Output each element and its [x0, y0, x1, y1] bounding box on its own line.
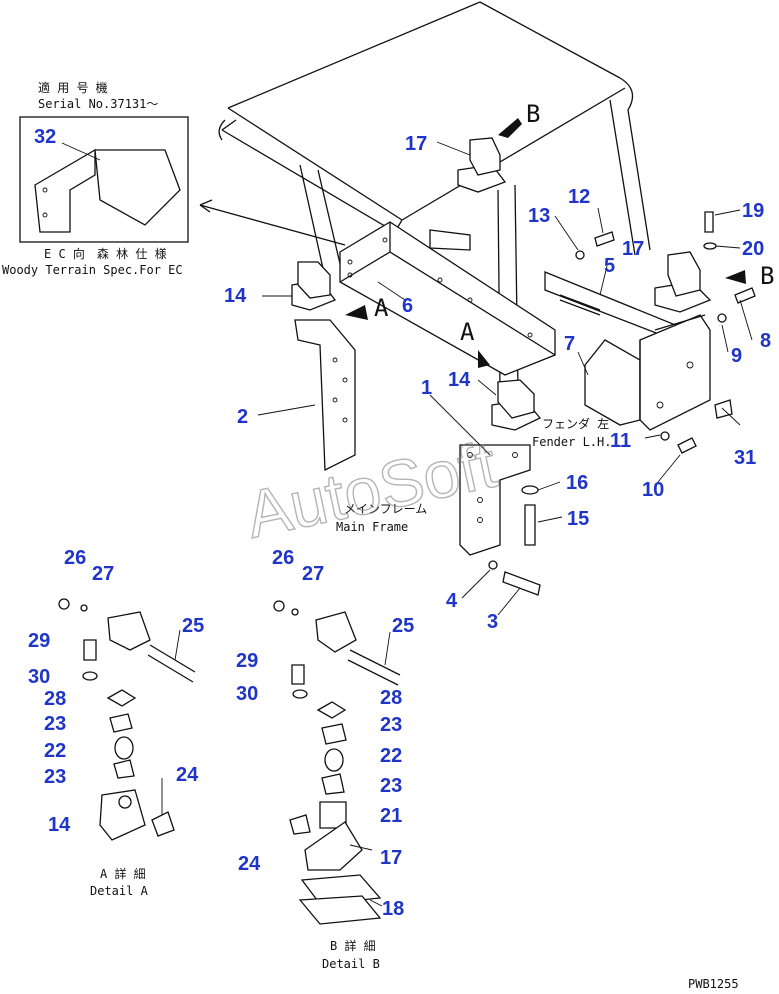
canopy-frame [218, 1, 651, 391]
callout-23-b-bottom: 23 [380, 775, 402, 797]
callout-20: 20 [742, 238, 764, 260]
callout-28-a: 28 [44, 688, 66, 710]
callout-26-b: 26 [272, 547, 294, 569]
callout-24-a: 24 [176, 764, 199, 786]
inset-serial-jp: 適 用 号 機 [38, 80, 108, 95]
detail-b-drawing [273, 600, 401, 925]
inset-spec-en: Woody Terrain Spec.For EC [2, 263, 183, 277]
leader-lines [61, 141, 753, 907]
view-marker-b1: B [526, 100, 540, 128]
callout-14-left: 14 [224, 285, 247, 307]
callout-17-b: 17 [380, 847, 402, 869]
callout-26-a: 26 [64, 547, 86, 569]
callout-10: 10 [642, 479, 664, 501]
beam-6 [339, 221, 556, 376]
callout-1: 1 [421, 377, 432, 399]
callout-17-right: 17 [622, 238, 644, 260]
view-arrows [345, 118, 746, 368]
inset-panel [19, 116, 189, 243]
mount-14-left [291, 261, 337, 311]
callout-11: 11 [610, 430, 631, 452]
callouts: 32 17 13 12 19 20 17 5 14 6 8 9 7 14 1 2… [28, 126, 771, 920]
callout-29-a: 29 [28, 630, 50, 652]
callout-6: 6 [402, 295, 413, 317]
inset-serial-en: Serial No.37131～ [38, 97, 158, 111]
bracket-2 [294, 319, 356, 472]
callout-19: 19 [742, 200, 764, 222]
callout-16: 16 [566, 472, 588, 494]
callout-30-b: 30 [236, 683, 258, 705]
callout-7: 7 [564, 333, 575, 355]
callout-9: 9 [731, 345, 742, 367]
fender-label-jp: フェンダ 左 [542, 416, 609, 431]
view-marker-b2: B [760, 262, 774, 290]
callout-18: 18 [382, 898, 404, 920]
callout-32: 32 [34, 126, 56, 148]
detail-a-title-jp: A 詳 細 [100, 866, 146, 881]
mainframe-label-en: Main Frame [336, 520, 408, 534]
callout-31: 31 [734, 447, 756, 469]
detail-a-title-en: Detail A [90, 884, 149, 898]
drawing-code: PWB1255 [688, 977, 739, 991]
callout-25-b: 25 [392, 615, 414, 637]
callout-2: 2 [237, 406, 248, 428]
mount-17-right [654, 251, 712, 313]
callout-23-a-bottom: 23 [44, 766, 66, 788]
callout-23-a-top: 23 [44, 713, 66, 735]
callout-12: 12 [568, 186, 590, 208]
callout-3: 3 [487, 611, 498, 633]
callout-30-a: 30 [28, 666, 50, 688]
callout-28-b: 28 [380, 687, 402, 709]
detail-b-title-en: Detail B [322, 957, 380, 971]
callout-8: 8 [760, 330, 771, 352]
fasteners-main [488, 211, 756, 596]
callout-27-b: 27 [302, 563, 324, 585]
callout-25-a: 25 [182, 615, 204, 637]
callout-13: 13 [528, 205, 550, 227]
callout-23-b-top: 23 [380, 714, 402, 736]
view-marker-a1: A [374, 294, 389, 322]
inset-spec-jp: E C 向 森 林 仕 様 [44, 246, 167, 261]
detail-b-title-jp: B 詳 細 [330, 938, 376, 953]
callout-15: 15 [567, 508, 589, 530]
inset-pointer-arrow [199, 199, 346, 246]
callout-29-b: 29 [236, 650, 258, 672]
callout-22-a: 22 [44, 740, 66, 762]
callout-14-a: 14 [48, 814, 71, 836]
detail-a-drawing [58, 598, 196, 841]
bracket-7 [584, 314, 711, 431]
callout-4: 4 [446, 590, 458, 612]
mainframe-label-jp: メインフレーム [344, 502, 427, 516]
mount-14-center [491, 379, 542, 431]
callout-27-a: 27 [92, 563, 114, 585]
callout-14-center: 14 [448, 369, 471, 391]
callout-21: 21 [380, 805, 402, 827]
callout-24-b: 24 [238, 853, 261, 875]
view-marker-a2: A [460, 318, 475, 346]
callout-17-top: 17 [405, 133, 427, 155]
callout-5: 5 [604, 255, 615, 277]
callout-22-b: 22 [380, 745, 402, 767]
bracket-1 [459, 444, 531, 556]
fender-label-en: Fender L.H. [532, 435, 611, 449]
mount-17-top [457, 137, 507, 193]
